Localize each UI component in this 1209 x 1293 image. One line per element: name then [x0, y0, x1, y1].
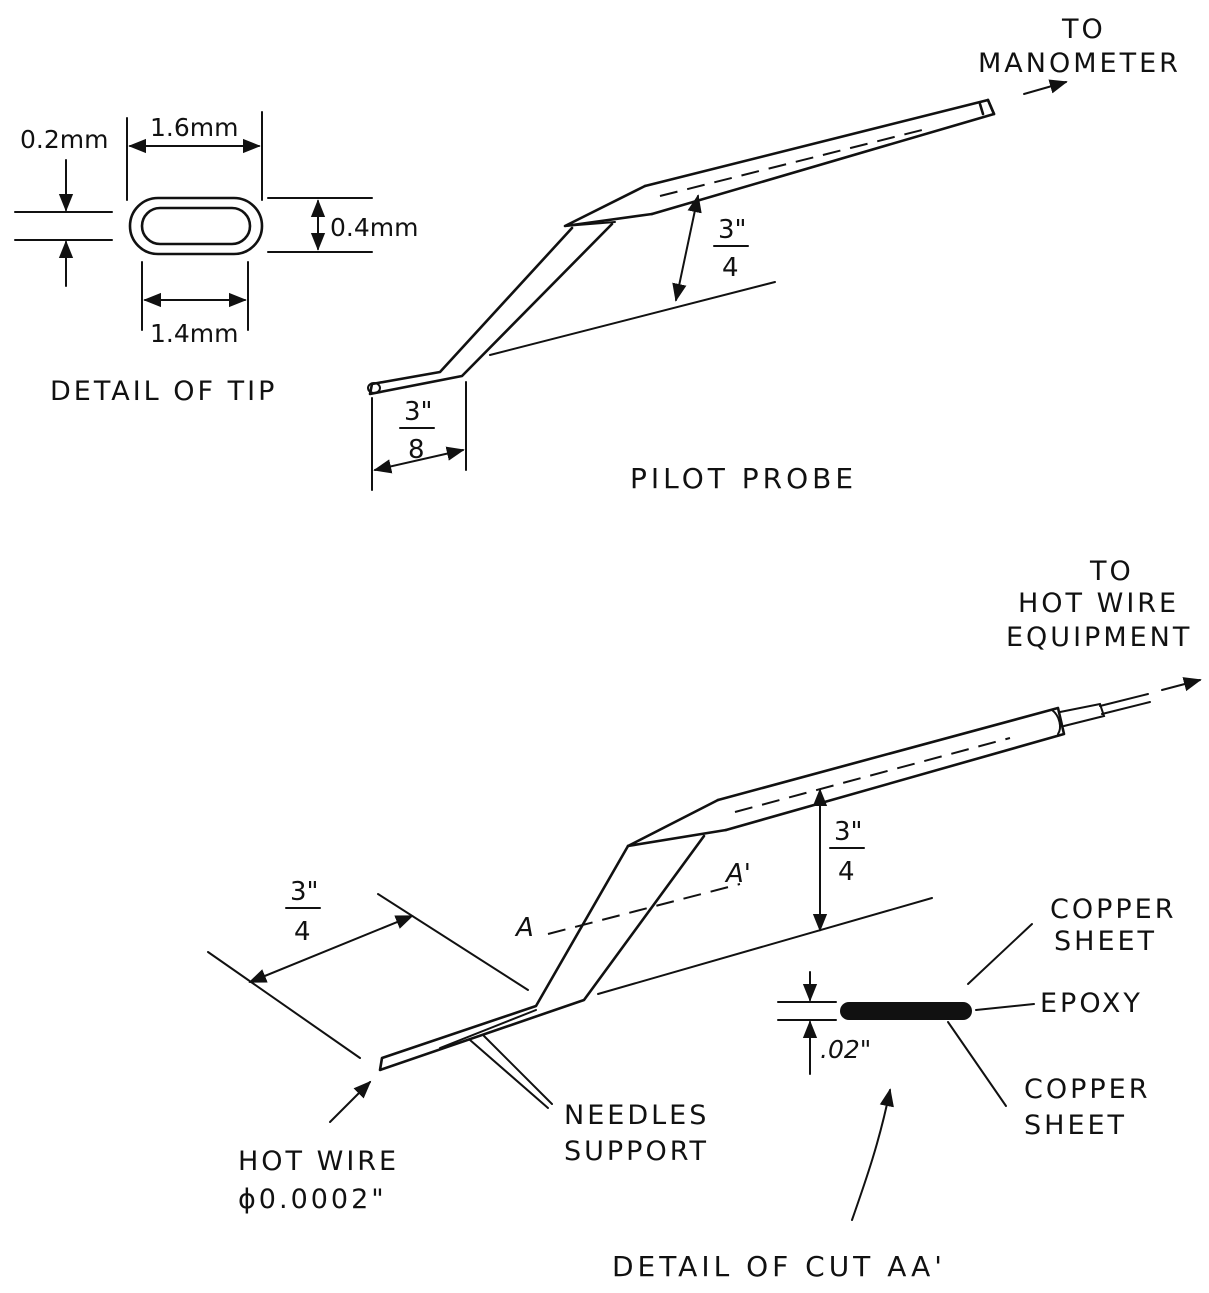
cut-section-bar [840, 1002, 972, 1020]
hotwire-left-extension-1 [207, 951, 361, 1059]
pitot-3-4-num: 3" [718, 215, 747, 245]
cut-detail: .02" COPPER SHEET EPOXY COPPER SHEET DET… [612, 894, 1177, 1283]
pitot-tip-opening [367, 382, 381, 394]
needles-leader-2 [483, 1035, 553, 1105]
pitot-3-8-num: 3" [404, 397, 433, 427]
cut-detail-arrow [851, 1088, 894, 1221]
thickness-label: .02" [820, 1035, 871, 1064]
hotwire-probe: 3" 4 3" 4 A A' NEEDLES SUPPORT HOT WIRE … [207, 556, 1202, 1215]
pitot-stem-end [978, 102, 985, 116]
hotwire-3-4-right-num: 3" [834, 817, 863, 847]
hotwire-centerline [734, 737, 1011, 813]
to-manometer-line2: MANOMETER [978, 48, 1181, 79]
dim-1-6mm: 1.6mm [150, 113, 238, 142]
hotwire-label-line1: HOT WIRE [238, 1146, 399, 1177]
tip-detail-title: DETAIL OF TIP [50, 376, 277, 407]
hotwire-label-line2: ϕ0.0002" [238, 1184, 387, 1215]
pitot-bent-tube [368, 222, 614, 396]
dim-1-4mm: 1.4mm [150, 319, 238, 348]
needles-label-line2: SUPPORT [564, 1136, 709, 1167]
pitot-cone [563, 184, 654, 228]
pitot-3-8-den: 8 [408, 435, 425, 465]
copper-bottom-line2: SHEET [1024, 1110, 1127, 1141]
to-equipment-line3: EQUIPMENT [1006, 622, 1192, 653]
pitot-dim-3-4-arrow [672, 194, 702, 302]
hotwire-dim-3-4-left-arrow [248, 915, 414, 983]
hotwire-connector [1059, 702, 1106, 727]
hotwire-reference-line [597, 897, 933, 995]
needles-label-line1: NEEDLES [564, 1100, 709, 1131]
to-equipment-line2: HOT WIRE [1018, 588, 1179, 619]
copper-top-line1: COPPER [1050, 894, 1177, 925]
section-label-a-prime: A' [724, 859, 751, 889]
cut-detail-title: DETAIL OF CUT AA' [612, 1250, 946, 1283]
pitot-dim-3-8-arrow [373, 446, 465, 474]
hotwire-cone [626, 798, 728, 848]
copper-top-leader [967, 923, 1033, 985]
pitot-probe-title: PILOT PROBE [630, 462, 857, 495]
hotwire-stem [716, 706, 1066, 832]
tip-inner-outline [140, 206, 252, 246]
to-manometer-arrow [1023, 79, 1068, 95]
dim-0-4mm: 0.4mm [330, 213, 418, 242]
hotwire-arrow [329, 1080, 372, 1123]
section-label-a: A [514, 913, 534, 943]
tip-detail: 0.2mm 1.6mm 0.4mm 1.4mm DETAIL OF TIP [14, 111, 418, 407]
pitot-reference-line [489, 281, 776, 356]
pitot-3-4-den: 4 [722, 253, 739, 283]
pitot-probe: 3" 4 3" 8 TO MANOMETER PILOT PROBE [367, 14, 1181, 495]
hotwire-lead-1 [1099, 693, 1149, 707]
needles-support-blade [378, 834, 706, 1072]
to-equipment-arrow [1161, 677, 1202, 692]
copper-bottom-leader [947, 1021, 1007, 1107]
needles-leader-1 [469, 1039, 549, 1109]
hotwire-3-4-left-den: 4 [294, 917, 311, 947]
dim-0-2mm: 0.2mm [20, 125, 108, 154]
hotwire-lead-2 [1101, 701, 1151, 715]
hotwire-left-extension-2 [377, 893, 529, 991]
hotwire-3-4-left-num: 3" [290, 877, 319, 907]
hotwire-3-4-right-den: 4 [838, 857, 855, 887]
copper-top-line2: SHEET [1054, 926, 1157, 957]
to-equipment-line1: TO [1089, 556, 1134, 587]
epoxy-leader [975, 1003, 1035, 1011]
epoxy-label: EPOXY [1040, 988, 1143, 1019]
to-manometer-line1: TO [1061, 14, 1106, 45]
section-line-aa [547, 883, 741, 935]
tip-outer-outline [128, 196, 264, 256]
copper-bottom-line1: COPPER [1024, 1074, 1151, 1105]
pitot-centerline [659, 127, 931, 197]
